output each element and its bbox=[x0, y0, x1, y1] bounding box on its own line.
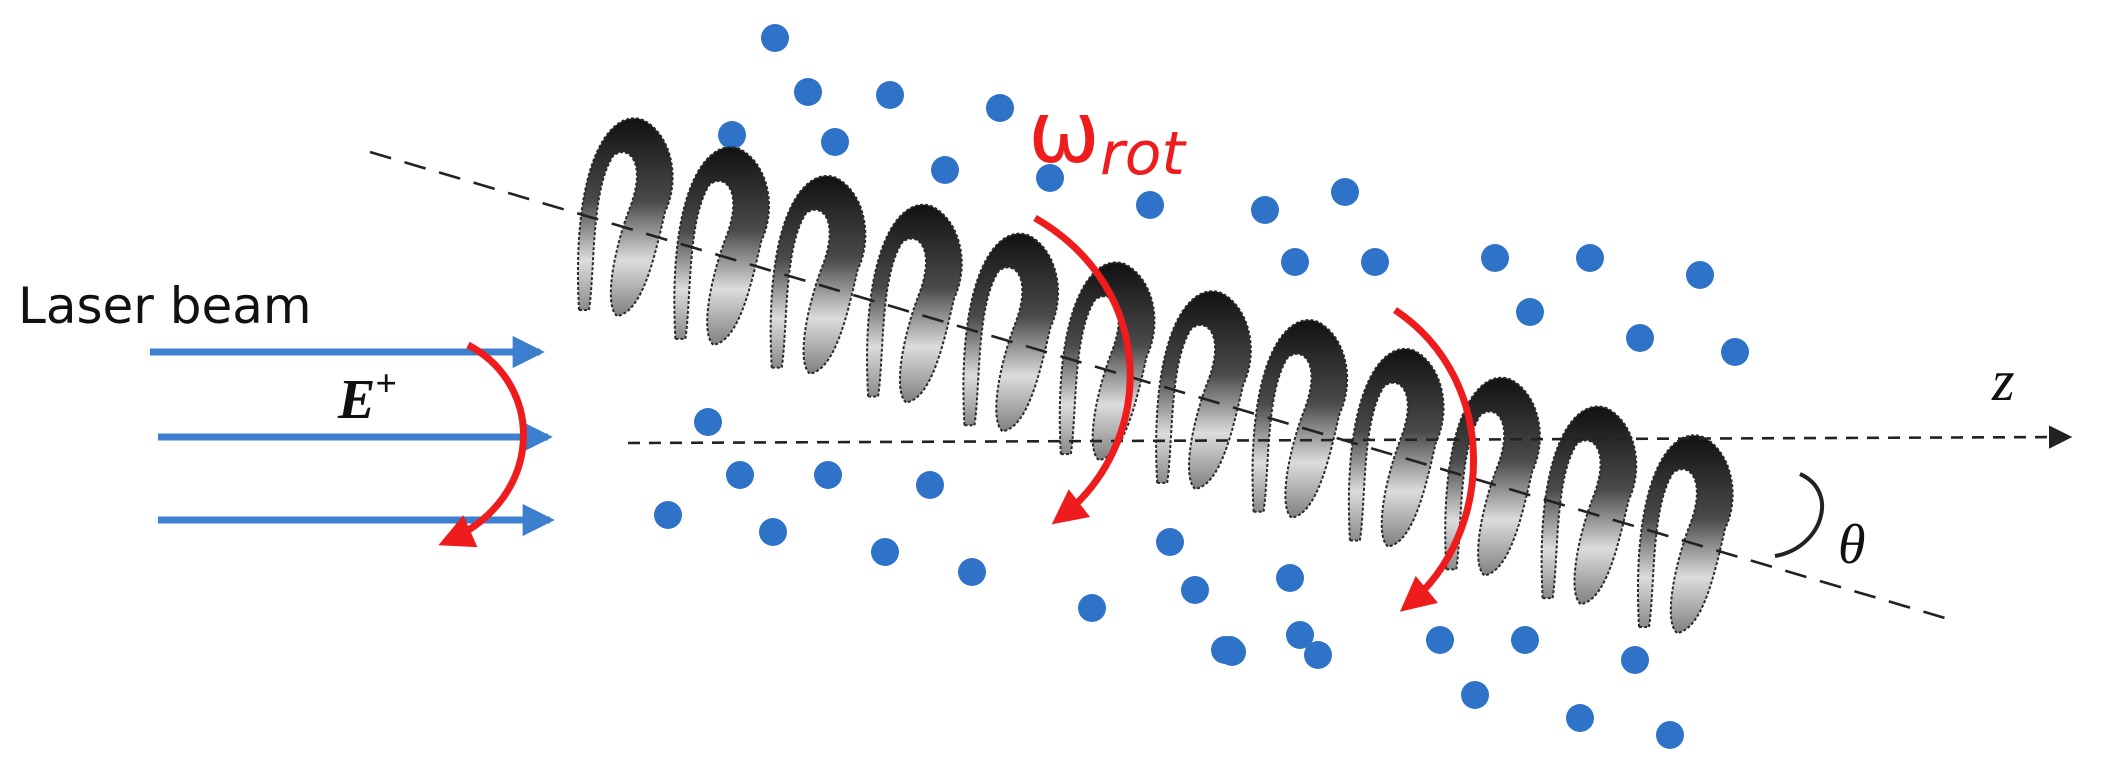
particle-circle-icon bbox=[761, 24, 789, 52]
particle-circle-icon bbox=[1686, 261, 1714, 289]
helix-coil bbox=[769, 175, 867, 375]
particle-circle-icon bbox=[821, 128, 849, 156]
particle-circle-icon bbox=[1576, 244, 1604, 272]
particle-circle-icon bbox=[1361, 248, 1389, 276]
helix-coil bbox=[1637, 434, 1734, 635]
particle-circle-icon bbox=[1181, 576, 1209, 604]
particle-circle-icon bbox=[1078, 594, 1106, 622]
particle-circle-icon bbox=[931, 156, 959, 184]
helix-coil bbox=[962, 232, 1059, 433]
particle-circle-icon bbox=[1426, 626, 1454, 654]
z-axis-dashed-line bbox=[627, 425, 2073, 449]
particle-circle-icon bbox=[759, 518, 787, 546]
helix-coil bbox=[1444, 376, 1541, 577]
helix-coil bbox=[577, 117, 674, 318]
z-axis-label: z bbox=[1991, 348, 2015, 413]
particle-circle-icon bbox=[1516, 298, 1544, 326]
particle-circle-icon bbox=[1251, 196, 1279, 224]
particle-circle-icon bbox=[694, 408, 722, 436]
particle-circle-icon bbox=[1286, 621, 1314, 649]
particle-circle-icon bbox=[1511, 626, 1539, 654]
field-label: E+ bbox=[337, 363, 397, 431]
laser-beam-label: Laser beam bbox=[18, 277, 312, 335]
particle-circle-icon bbox=[1656, 721, 1684, 749]
helix bbox=[577, 117, 1734, 635]
omega-subscript: rot bbox=[1100, 119, 1187, 189]
particle-circle-icon bbox=[654, 501, 682, 529]
particle-circle-icon bbox=[1621, 646, 1649, 674]
particle-circle-icon bbox=[1281, 248, 1309, 276]
particle-circle-icon bbox=[1304, 641, 1332, 669]
helix-coil bbox=[1058, 261, 1156, 462]
particle-circle-icon bbox=[958, 558, 986, 586]
particle-circle-icon bbox=[871, 538, 899, 566]
particle-circle-icon bbox=[1331, 178, 1359, 206]
rotation-rate-label: ωrot bbox=[1028, 83, 1187, 189]
particle-circle-icon bbox=[1156, 528, 1184, 556]
particles bbox=[654, 24, 1749, 749]
helix-coil bbox=[1251, 319, 1349, 519]
helix-coil bbox=[866, 203, 963, 404]
spin-curved-arrow-icon-2 bbox=[1393, 307, 1477, 612]
spin-curved-arrow-icon-1 bbox=[1033, 214, 1134, 525]
particle-circle-icon bbox=[794, 78, 822, 106]
particle-circle-icon bbox=[1216, 636, 1244, 664]
theta-label: θ bbox=[1838, 514, 1866, 576]
helix-coil bbox=[1540, 405, 1638, 606]
omega-symbol: ω bbox=[1028, 83, 1100, 183]
particle-circle-icon bbox=[1461, 681, 1489, 709]
polarization-curved-arrow-icon bbox=[438, 341, 527, 548]
particle-circle-icon bbox=[814, 461, 842, 489]
particle-circle-icon bbox=[726, 461, 754, 489]
theta-angle-arc bbox=[1774, 472, 1825, 558]
particle-circle-icon bbox=[1276, 564, 1304, 592]
helix-coil bbox=[673, 146, 770, 346]
field-superscript: + bbox=[375, 363, 397, 405]
particle-circle-icon bbox=[876, 81, 904, 109]
field-symbol: E bbox=[337, 369, 375, 431]
particle-circle-icon bbox=[718, 121, 746, 149]
particle-circle-icon bbox=[986, 94, 1014, 122]
particle-circle-icon bbox=[916, 471, 944, 499]
particle-circle-icon bbox=[1626, 324, 1654, 352]
particle-circle-icon bbox=[1566, 704, 1594, 732]
helix-coil bbox=[1347, 348, 1445, 548]
particle-circle-icon bbox=[1136, 191, 1164, 219]
particle-circle-icon bbox=[1721, 338, 1749, 366]
particle-circle-icon bbox=[1481, 244, 1509, 272]
particle-circle-icon bbox=[1036, 164, 1064, 192]
helix-axis-dashed-line bbox=[369, 150, 1946, 620]
